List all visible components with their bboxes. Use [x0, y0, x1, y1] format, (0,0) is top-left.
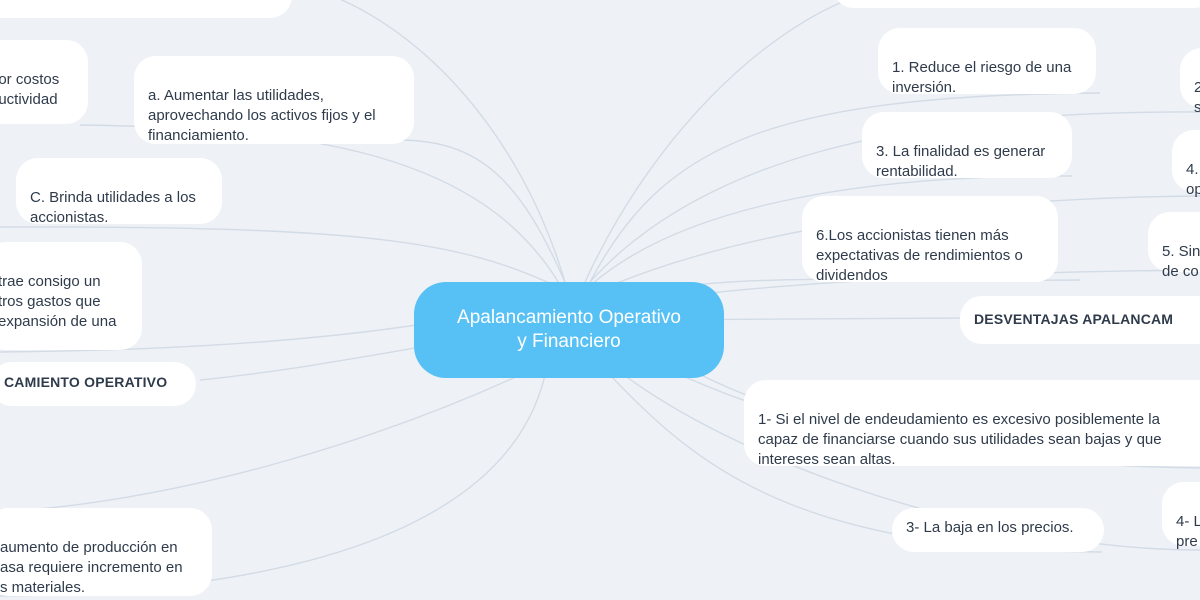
- connector-line: [589, 92, 1101, 283]
- node-v3-finalidad[interactable]: 3. La finalidad es generar rentabilidad.: [862, 112, 1072, 180]
- node-label: 3. La finalidad es generar rentabilidad.: [876, 143, 1046, 180]
- node-costos[interactable]: por costos ductividad: [0, 40, 88, 124]
- node-c-brinda[interactable]: C. Brinda utilidades a los accionistas.: [16, 158, 222, 226]
- connector-line: [0, 226, 561, 289]
- node-v4[interactable]: 4. op: [1172, 130, 1200, 198]
- node-a-aumentar[interactable]: a. Aumentar las utilidades, aprovechando…: [134, 56, 414, 144]
- node-label: CAMIENTO OPERATIVO: [4, 374, 168, 390]
- node-label: 3- La baja en los precios.: [906, 519, 1074, 536]
- connector-line: [589, 111, 1200, 283]
- node-label: 4- L pre: [1176, 513, 1200, 550]
- node-label: C. Brinda utilidades a los accionistas.: [30, 189, 196, 226]
- node-label: aumento de producción en asa requiere in…: [0, 539, 183, 596]
- connector-line: [397, 139, 566, 283]
- node-top-right[interactable]: [834, 0, 1200, 8]
- node-d4[interactable]: 4- L pre: [1162, 482, 1200, 550]
- node-label: trae consigo un tros gastos que expansió…: [0, 273, 117, 330]
- node-d3-baja-precios[interactable]: 3- La baja en los precios.: [892, 508, 1104, 552]
- node-label: 6.Los accionistas tienen más expectativa…: [816, 227, 1023, 284]
- central-topic-label: Apalancamiento Operativo y Financiero: [457, 307, 681, 352]
- node-label: 5. Sin de co: [1162, 243, 1200, 280]
- node-v2[interactable]: 2 s: [1180, 48, 1200, 116]
- node-v6-accionistas[interactable]: 6.Los accionistas tienen más expectativa…: [802, 196, 1058, 284]
- node-label: a. Aumentar las utilidades, aprovechando…: [148, 87, 376, 144]
- node-label: por costos ductividad: [0, 71, 60, 108]
- node-v1-reduce-riesgo[interactable]: 1. Reduce el riesgo de una inversión.: [878, 28, 1096, 96]
- node-desventajas-operativo[interactable]: CAMIENTO OPERATIVO: [0, 362, 196, 406]
- node-d1-endeudamiento[interactable]: 1- Si el nivel de endeudamiento es exces…: [744, 380, 1200, 468]
- node-aumento-produccion[interactable]: aumento de producción en asa requiere in…: [0, 508, 212, 596]
- node-desventajas-financiero[interactable]: DESVENTAJAS APALANCAM: [960, 296, 1200, 344]
- node-label: DESVENTAJAS APALANCAM: [974, 311, 1174, 327]
- connector-line: [619, 371, 1200, 551]
- node-label: 1- Si el nivel de endeudamiento es exces…: [758, 411, 1162, 468]
- connector-line: [340, 0, 566, 283]
- node-top-left[interactable]: [0, 0, 292, 18]
- node-v5[interactable]: 5. Sin de co: [1148, 212, 1200, 280]
- connector-line: [584, 0, 849, 283]
- node-trae-consigo[interactable]: trae consigo un tros gastos que expansió…: [0, 242, 142, 350]
- node-label: 1. Reduce el riesgo de una inversión.: [892, 59, 1072, 96]
- node-label: 2 s: [1194, 79, 1200, 116]
- central-topic[interactable]: Apalancamiento Operativo y Financiero: [414, 282, 724, 378]
- connector-line: [0, 374, 521, 513]
- node-label: 4. op: [1186, 161, 1200, 198]
